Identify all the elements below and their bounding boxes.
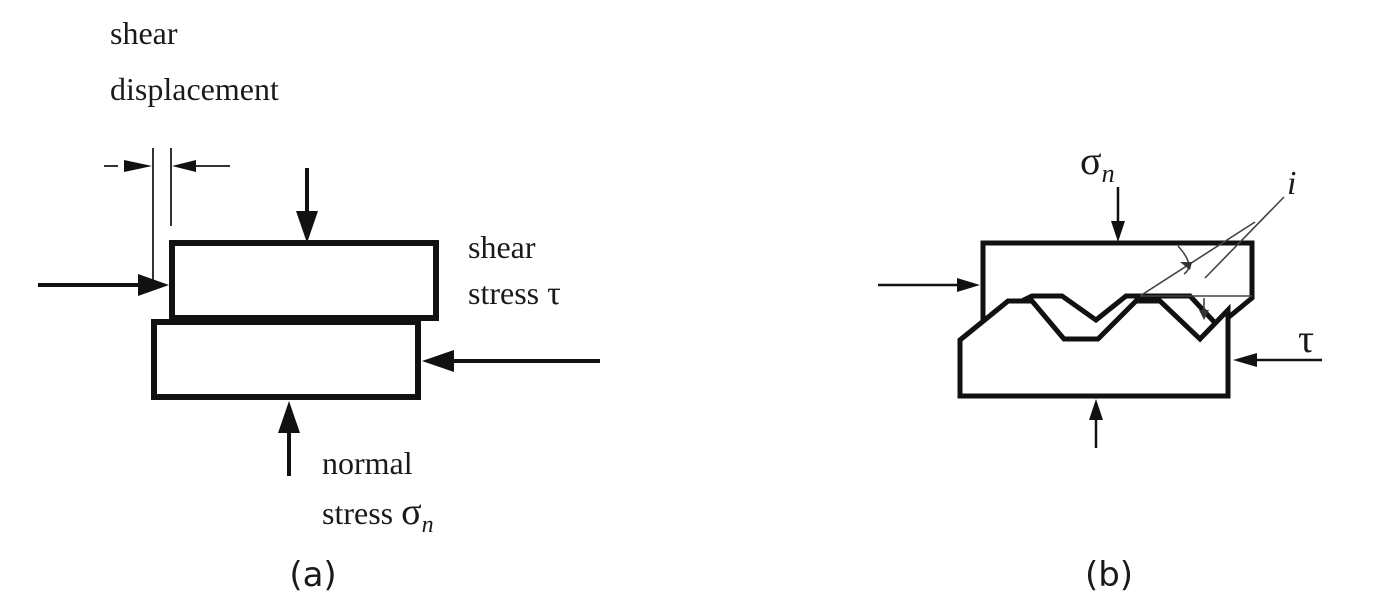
shear-stress-label-line2: stress τ — [468, 275, 561, 312]
asperity-angle-lines — [1139, 196, 1285, 316]
tau-symbol-a: τ — [547, 275, 561, 312]
displacement-label-line1: shear — [110, 15, 178, 51]
shear-stress-label-line1: shear — [468, 229, 536, 265]
sigma-n-label-b: σn — [1080, 138, 1115, 188]
normal-load-arrow-top-b-head — [1111, 221, 1125, 242]
upper-block — [169, 240, 439, 321]
normal-load-arrow-bottom-head — [278, 401, 300, 433]
shear-load-arrow-left-b-head — [957, 278, 980, 292]
shear-load-arrow-right-b-head — [1233, 353, 1257, 367]
displacement-label-line2: displacement — [110, 71, 279, 107]
normal-stress-label-line1: normal — [322, 445, 413, 481]
displacement-indicator — [104, 148, 230, 282]
sigma-subscript-b: n — [1102, 159, 1115, 188]
angle-tick-arrow — [1199, 310, 1209, 320]
normal-load-arrow-bottom-b-head — [1089, 399, 1103, 420]
normal-stress-label-line2: stress σn — [322, 491, 434, 538]
normal-load-arrow-top-head — [296, 211, 318, 243]
displacement-arrow-right — [172, 160, 196, 172]
panel-b: σn i τ (b) — [878, 138, 1322, 595]
tau-label-b: τ — [1298, 316, 1314, 361]
caption-a: (a) — [289, 555, 336, 595]
displacement-arrow-left — [124, 160, 152, 172]
lower-block — [151, 319, 421, 400]
sigma-subscript-a: n — [422, 512, 434, 538]
caption-b: (b) — [1085, 555, 1133, 595]
shear-load-arrow-left-head — [138, 274, 169, 296]
angle-label-i: i — [1287, 165, 1296, 202]
shear-load-arrow-right-head — [422, 350, 454, 372]
panel-a: shear displacement shear stress τ — [38, 15, 600, 595]
sigma-symbol-a: σ — [401, 491, 421, 533]
lower-block-b — [957, 298, 1231, 399]
angle-arc-arrow — [1180, 262, 1192, 270]
